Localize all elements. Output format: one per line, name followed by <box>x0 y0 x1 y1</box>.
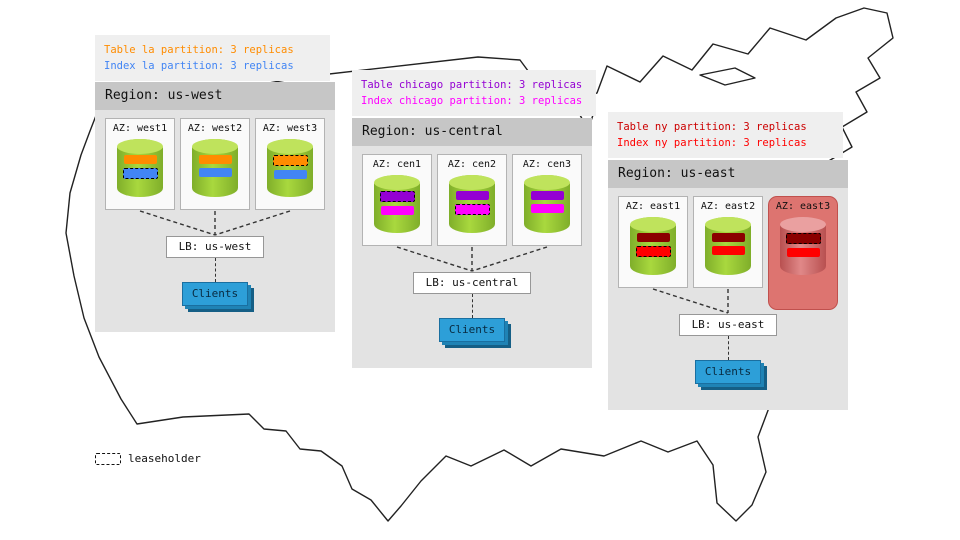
replica-bar <box>198 155 232 164</box>
load-balancer: LB: us-central <box>412 272 532 294</box>
az-row: AZ: east1 AZ: east2 AZ: east3 <box>608 188 848 310</box>
database-cylinder-icon <box>524 175 570 233</box>
database-cylinder-icon <box>449 175 495 233</box>
replica-bars <box>374 191 420 215</box>
az-box: AZ: east3 <box>768 196 838 310</box>
replica-bar <box>123 155 157 164</box>
az-box: AZ: east2 <box>693 196 763 288</box>
clients-box: Clients <box>695 360 761 384</box>
az-lb-connectors <box>396 246 548 272</box>
legend: leaseholder <box>95 452 201 465</box>
annotation-line: Index ny partition: 3 replicas <box>617 137 807 149</box>
az-box: AZ: cen2 <box>437 154 507 246</box>
legend-label: leaseholder <box>128 452 201 465</box>
az-label: AZ: east1 <box>625 201 681 212</box>
az-row: AZ: west1 AZ: west2 AZ: west3 <box>95 110 335 210</box>
az-label: AZ: cen1 <box>372 159 422 170</box>
replica-bar-leaseholder <box>635 246 671 257</box>
replica-bar <box>455 191 489 200</box>
database-cylinder-icon <box>192 139 238 197</box>
region-title: Region: us-west <box>95 82 335 110</box>
lb-clients-connector <box>727 336 729 360</box>
az-row: AZ: cen1 AZ: cen2 AZ: cen3 <box>352 146 592 246</box>
database-cylinder-icon <box>117 139 163 197</box>
az-box: AZ: cen3 <box>512 154 582 246</box>
clients-box: Clients <box>439 318 505 342</box>
replica-bar <box>273 170 307 179</box>
replica-bar-leaseholder <box>272 155 308 166</box>
replica-bars <box>449 191 495 215</box>
replica-bar <box>198 168 232 177</box>
replica-bar-leaseholder <box>379 191 415 202</box>
replica-bars <box>780 233 826 257</box>
replica-bar-leaseholder <box>122 168 158 179</box>
az-label: AZ: east3 <box>775 201 831 212</box>
az-lb-connectors <box>652 288 729 314</box>
clients-box: Clients <box>182 282 248 306</box>
az-lb-connectors <box>139 210 291 236</box>
replica-bar <box>711 246 745 255</box>
database-cylinder-icon <box>267 139 313 197</box>
replica-bars <box>630 233 676 257</box>
replica-bar <box>711 233 745 242</box>
replica-bar <box>786 248 820 257</box>
az-label: AZ: west2 <box>187 123 243 134</box>
load-balancer: LB: us-east <box>678 314 778 336</box>
az-box: AZ: west1 <box>105 118 175 210</box>
database-cylinder-icon <box>630 217 676 275</box>
database-cylinder-icon <box>780 217 826 275</box>
az-box: AZ: west3 <box>255 118 325 210</box>
annotation-line: Table ny partition: 3 replicas <box>617 121 807 133</box>
replica-bars <box>117 155 163 179</box>
az-box: AZ: cen1 <box>362 154 432 246</box>
database-cylinder-icon <box>374 175 420 233</box>
lb-clients-connector <box>214 258 216 282</box>
az-label: AZ: east2 <box>700 201 756 212</box>
annotation-line: Table la partition: 3 replicas <box>104 44 294 56</box>
replica-bar-leaseholder <box>454 204 490 215</box>
annotation-line: Index la partition: 3 replicas <box>104 60 294 72</box>
leaseholder-swatch-icon <box>95 452 121 465</box>
annotation-line: Index chicago partition: 3 replicas <box>361 95 583 107</box>
replica-bar <box>530 191 564 200</box>
az-box: AZ: west2 <box>180 118 250 210</box>
region-title: Region: us-east <box>608 160 848 188</box>
az-label: AZ: cen3 <box>522 159 572 170</box>
az-label: AZ: west3 <box>262 123 318 134</box>
az-box: AZ: east1 <box>618 196 688 288</box>
annotation-line: Table chicago partition: 3 replicas <box>361 79 583 91</box>
load-balancer: LB: us-west <box>165 236 265 258</box>
replica-bar <box>530 204 564 213</box>
replica-bar-leaseholder <box>785 233 821 244</box>
lb-clients-connector <box>471 294 473 318</box>
replica-bar <box>380 206 414 215</box>
az-label: AZ: west1 <box>112 123 168 134</box>
replica-bar <box>636 233 670 242</box>
region-title: Region: us-central <box>352 118 592 146</box>
az-label: AZ: cen2 <box>447 159 497 170</box>
replica-bars <box>524 191 570 213</box>
replica-bars <box>705 233 751 255</box>
replica-bars <box>192 155 238 177</box>
database-cylinder-icon <box>705 217 751 275</box>
replica-bars <box>267 155 313 179</box>
